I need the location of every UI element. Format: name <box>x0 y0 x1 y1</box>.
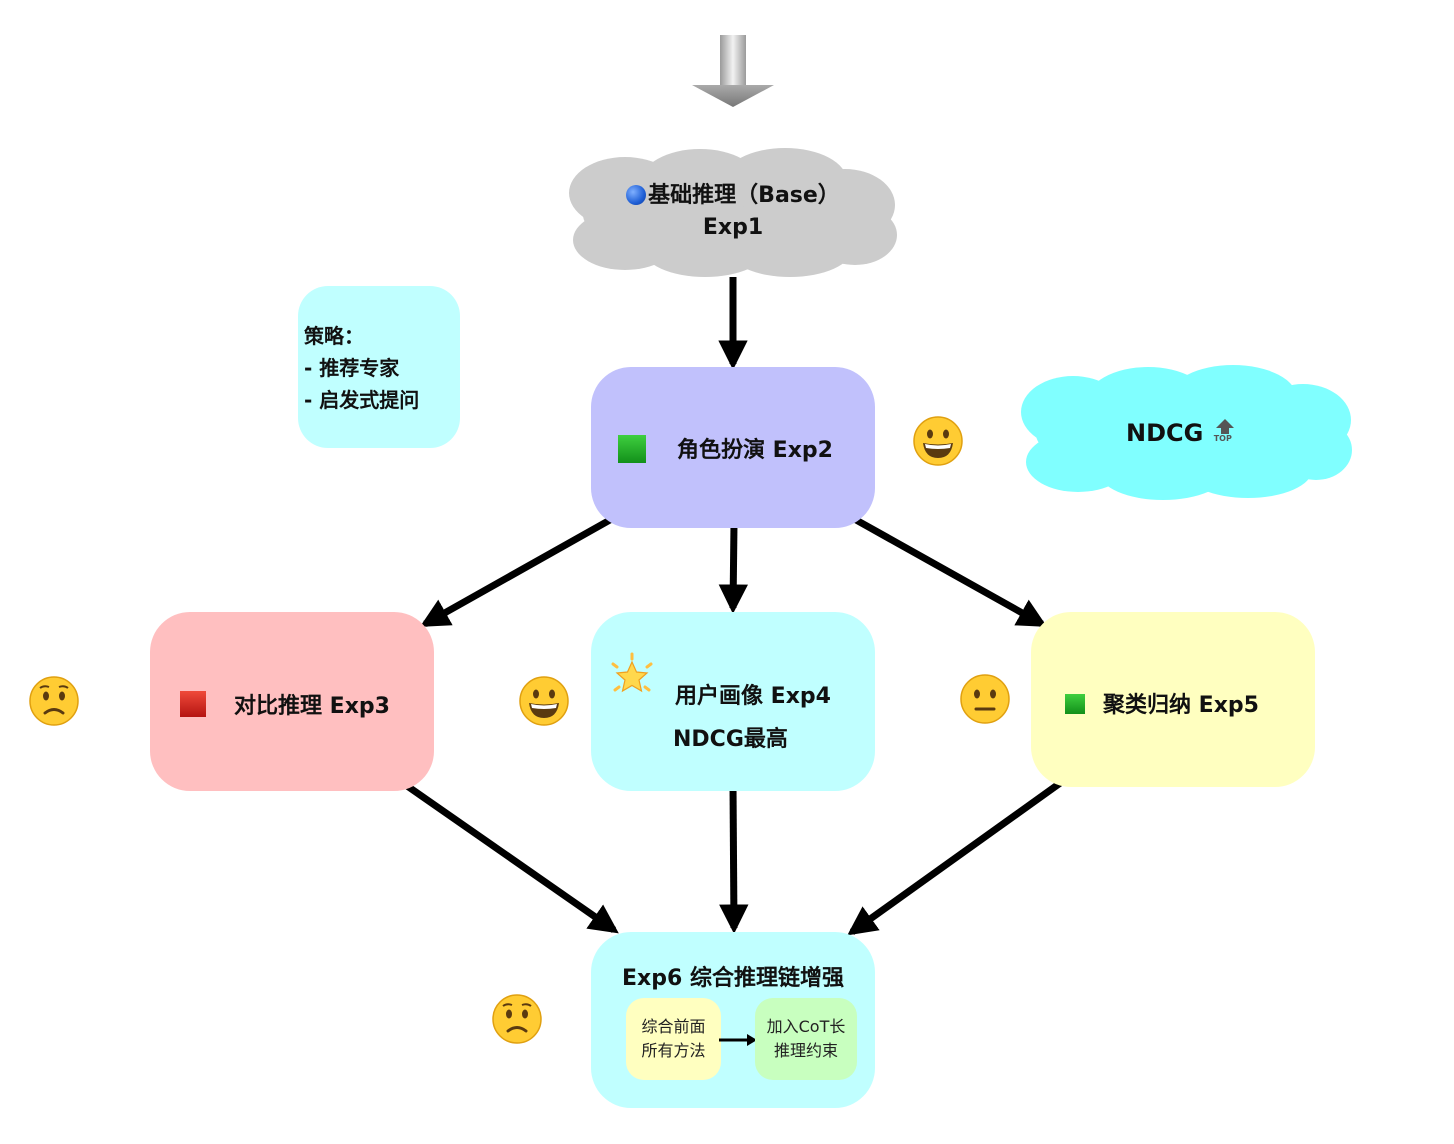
arrow-exp2-to-exp3 <box>419 512 619 628</box>
exp6-title: Exp6 综合推理链增强 <box>622 966 844 991</box>
ndcg-cloud-node: NDCG TOP <box>1126 417 1238 447</box>
exp6-step1-line: 综合前面 <box>641 1017 706 1036</box>
entry-down-arrow-icon <box>692 35 774 107</box>
glowing-star-icon <box>607 652 657 702</box>
exp6-step1-line: 所有方法 <box>641 1041 706 1060</box>
ndcg-cloud-shape <box>1021 365 1352 500</box>
exp6-inner-arrow <box>719 1034 757 1046</box>
top-label: TOP <box>1213 434 1232 443</box>
strategy-note: 策略： - 推荐专家 - 启发式提问 <box>298 286 460 448</box>
grinning-face-icon <box>913 416 963 466</box>
exp6-step2-line: 加入CoT长 <box>766 1017 846 1036</box>
exp6-step-cot: 加入CoT长 推理约束 <box>755 998 857 1080</box>
arrow-exp2-to-exp4 <box>718 523 748 614</box>
exp2-label: 角色扮演 Exp2 <box>677 438 833 463</box>
arrow-exp4-to-exp6 <box>719 784 749 934</box>
exp2-node: 角色扮演 Exp2 <box>591 367 875 528</box>
blue-circle-icon <box>626 185 647 205</box>
exp3-label: 对比推理 Exp3 <box>234 694 390 719</box>
arrow-exp5-to-exp6 <box>847 778 1066 936</box>
exp4-label: 用户画像 Exp4 <box>675 684 831 709</box>
exp6-node: Exp6 综合推理链增强 综合前面 所有方法 加入CoT长 推理约束 <box>591 932 875 1108</box>
exp6-step2-line: 推理约束 <box>773 1041 838 1060</box>
arrow-exp3-to-exp6 <box>398 778 619 934</box>
exp3-node: 对比推理 Exp3 <box>150 612 434 791</box>
worried-face-icon <box>492 994 542 1044</box>
exp5-label: 聚类归纳 Exp5 <box>1103 693 1259 718</box>
exp4-ndcg-note: NDCG最高 <box>673 727 788 752</box>
base-cloud-shape <box>569 148 897 277</box>
base-title-row: 基础推理（Base） <box>580 180 886 212</box>
strategy-item: - 启发式提问 <box>304 388 420 412</box>
strategy-item: - 推荐专家 <box>304 356 400 380</box>
top-arrow-icon: TOP <box>1212 417 1238 445</box>
exp5-node: 聚类归纳 Exp5 <box>1031 612 1315 787</box>
red-square-icon <box>180 691 206 717</box>
worried-face-icon <box>29 676 79 726</box>
exp4-node: 用户画像 Exp4 NDCG最高 <box>591 612 875 791</box>
neutral-face-icon <box>960 674 1010 724</box>
base-node: 基础推理（Base） Exp1 <box>580 180 886 244</box>
base-exp-label: Exp1 <box>702 215 764 240</box>
green-square-icon <box>618 435 646 463</box>
green-square-icon <box>1065 694 1085 714</box>
ndcg-label: NDCG <box>1126 419 1204 447</box>
arrow-exp2-to-exp5 <box>847 512 1048 628</box>
strategy-title: 策略： <box>304 324 364 348</box>
base-title: 基础推理（Base） <box>648 183 840 208</box>
exp6-step-combine: 综合前面 所有方法 <box>626 998 721 1080</box>
grinning-face-icon <box>519 676 569 726</box>
